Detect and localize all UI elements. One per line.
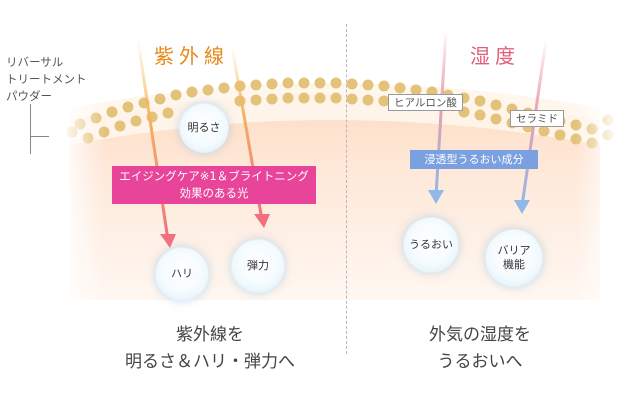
uv-caption-line1: 紫外線を: [176, 325, 244, 345]
tag-ceramide: セラミド: [510, 110, 564, 127]
bubble-barrier-line1: バリア: [497, 244, 531, 257]
uv-title: 紫外線: [154, 44, 229, 68]
bubble-moisture: うるおい: [404, 218, 458, 272]
tag-hyaluronic-acid: ヒアルロン酸: [388, 94, 463, 111]
bubble-brightness: 明るさ: [180, 104, 228, 152]
bubble-elasticity-label: 弾力: [247, 259, 269, 272]
bubble-barrier-label: バリア 機能: [498, 244, 531, 272]
bubble-firmness-label: ハリ: [171, 267, 193, 280]
uv-banner-line1: エイジングケア※1＆ブライトニング: [119, 169, 309, 183]
bubble-firmness: ハリ: [156, 248, 208, 300]
powder-label-line: パウダー: [6, 89, 52, 103]
center-divider: [346, 24, 347, 354]
uv-benefit-banner: エイジングケア※1＆ブライトニング 効果のある光: [112, 166, 316, 204]
humidity-title: 湿度: [470, 44, 520, 68]
humidity-caption: 外気の湿度を うるおいへ: [390, 322, 570, 376]
uv-caption-line2: 明るさ＆ハリ・弾力へ: [125, 352, 295, 372]
powder-label-line: リバーサル: [6, 55, 64, 69]
humidity-caption-line2: うるおいへ: [437, 352, 523, 372]
uv-banner-line2: 効果のある光: [179, 186, 249, 200]
bubble-brightness-label: 明るさ: [187, 121, 221, 134]
bubble-moisture-label: うるおい: [409, 238, 453, 251]
powder-label-line: トリートメント: [6, 72, 87, 86]
bubble-barrier: バリア 機能: [486, 230, 542, 286]
powder-label: リバーサル トリートメント パウダー: [6, 54, 87, 105]
humidity-benefit-banner: 浸透型うるおい成分: [410, 150, 538, 169]
humidity-caption-line1: 外気の湿度を: [429, 325, 531, 345]
powder-label-bracket: [30, 104, 49, 154]
bubble-elasticity: 弾力: [232, 240, 284, 292]
bubble-barrier-line2: 機能: [503, 258, 525, 271]
uv-caption: 紫外線を 明るさ＆ハリ・弾力へ: [100, 322, 320, 376]
